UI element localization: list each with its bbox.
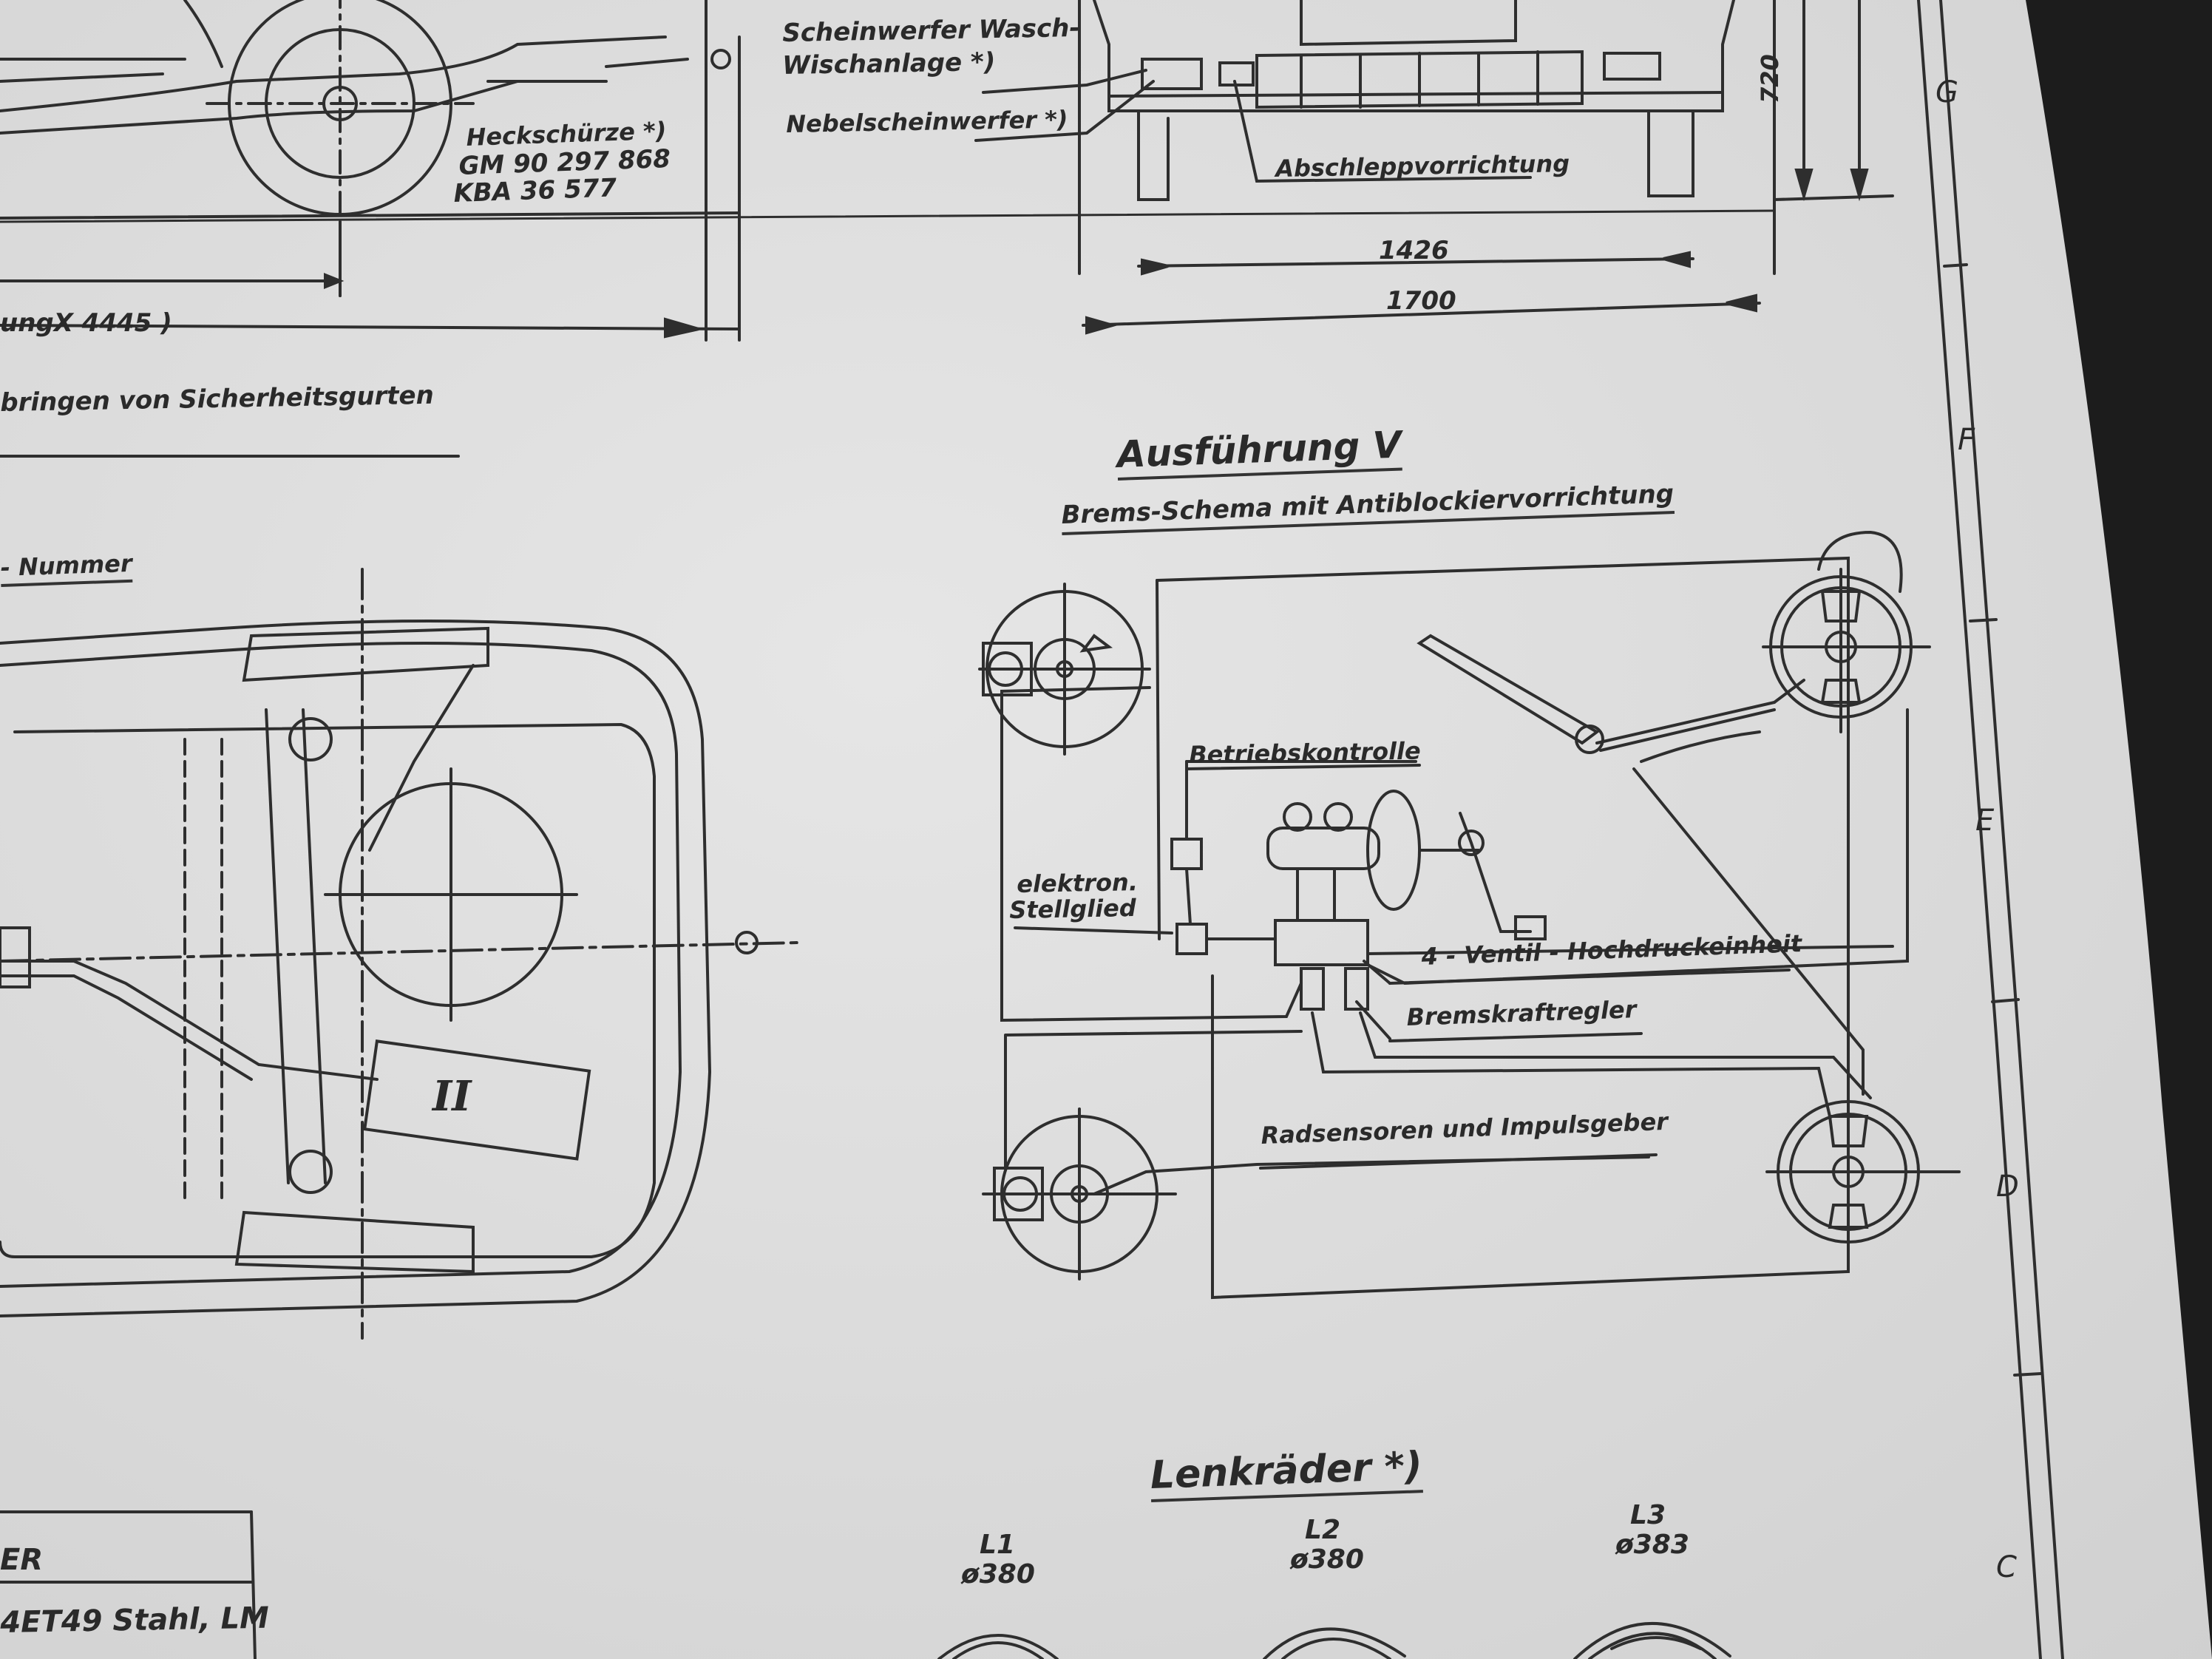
label-bremskraftregler: Bremskraftregler (1405, 995, 1638, 1031)
label-l1-diameter: ø380 (961, 1559, 1035, 1590)
zone-label-e: E (1975, 804, 1995, 838)
title-lenkraeder: Lenkräder *) (1150, 1444, 1423, 1502)
label-kba-number: KBA 36 577 (452, 173, 617, 208)
brake-schema-diagram (978, 530, 1961, 1300)
zone-label-f: F (1958, 423, 1975, 457)
side-view-drawing (0, 0, 1776, 458)
dim-1426: 1426 (1379, 236, 1449, 265)
label-sicherheitsgurte: bringen von Sicherheitsgurten (0, 380, 435, 418)
label-l3: L3 (1630, 1500, 1666, 1530)
label-nebelscheinwerfer: Nebelscheinwerfer *) (785, 105, 1068, 138)
label-l1: L1 (980, 1530, 1015, 1560)
label-scheinwerfer: Scheinwerfer Wasch- (781, 13, 1080, 48)
table-cell-er: ER (0, 1543, 44, 1577)
zone-label-c: C (1996, 1550, 2017, 1584)
label-betriebskontrolle: Betriebskontrolle (1188, 736, 1421, 769)
label-l2: L2 (1305, 1515, 1340, 1545)
label-ausfuehrung-x: ungX 4445 ) (0, 308, 172, 338)
label-roman-two: II (432, 1072, 472, 1121)
top-view-drawing (0, 568, 800, 1659)
label-wischanlage: Wischanlage *) (781, 47, 996, 81)
label-elektron: elektron. (1016, 868, 1139, 898)
label-l2-diameter: ø380 (1290, 1544, 1364, 1575)
front-view-drawing (974, 0, 1894, 335)
label-stellglied: Stellglied (1008, 894, 1137, 924)
table-cell-stahl: 4ET49 Stahl, LM (0, 1601, 270, 1640)
dim-720: 720 (1756, 54, 1784, 104)
zone-label-g: G (1936, 75, 1958, 109)
zone-border (1917, 0, 2064, 1659)
zone-label-d: D (1996, 1170, 2019, 1204)
label-gm-number: GM 90 297 868 (458, 144, 671, 181)
dim-1700: 1700 (1386, 286, 1456, 316)
label-nummer: - Nummer (0, 549, 133, 587)
label-abschleppvorrichtung: Abschleppvorrichtung (1275, 149, 1570, 183)
label-l3-diameter: ø383 (1615, 1530, 1689, 1560)
steering-wheels-drawing (937, 1622, 1731, 1659)
